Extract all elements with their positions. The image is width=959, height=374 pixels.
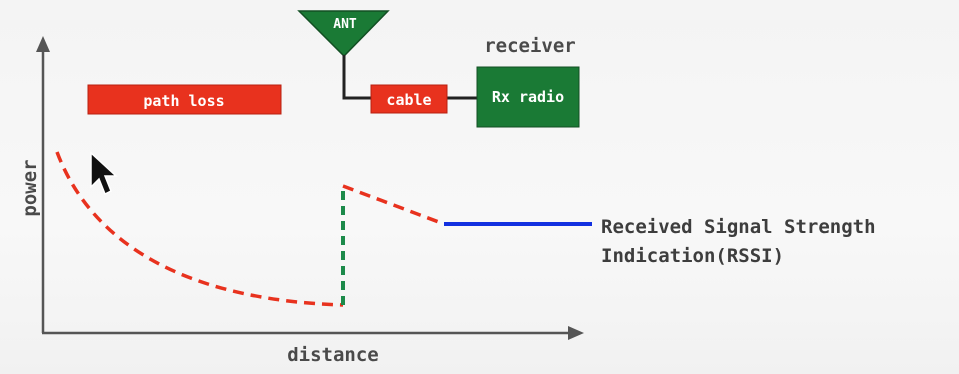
rssi-label-line1: Received Signal Strength bbox=[601, 216, 876, 238]
mouse-cursor-icon bbox=[90, 151, 118, 196]
rssi-label-line2: Indication(RSSI) bbox=[601, 245, 784, 267]
path-loss-curve bbox=[55, 151, 344, 307]
cable-loss-segment bbox=[342, 184, 445, 226]
receiver-title: receiver bbox=[484, 35, 576, 57]
x-axis-arrow-icon bbox=[568, 326, 584, 340]
y-axis-label: power bbox=[19, 159, 41, 216]
antenna-to-cable-wire bbox=[342, 55, 371, 100]
rx-radio-block bbox=[476, 66, 580, 128]
cable-block bbox=[370, 84, 448, 114]
path-loss-label: path loss bbox=[143, 92, 224, 110]
antenna-label: ANT bbox=[333, 17, 357, 32]
antenna-icon bbox=[297, 10, 390, 58]
y-axis-arrow-icon bbox=[36, 36, 50, 52]
rx-radio-label: Rx radio bbox=[492, 88, 564, 106]
path-loss-block bbox=[87, 84, 282, 115]
x-axis-label: distance bbox=[287, 344, 379, 366]
cable-label: cable bbox=[386, 91, 431, 109]
